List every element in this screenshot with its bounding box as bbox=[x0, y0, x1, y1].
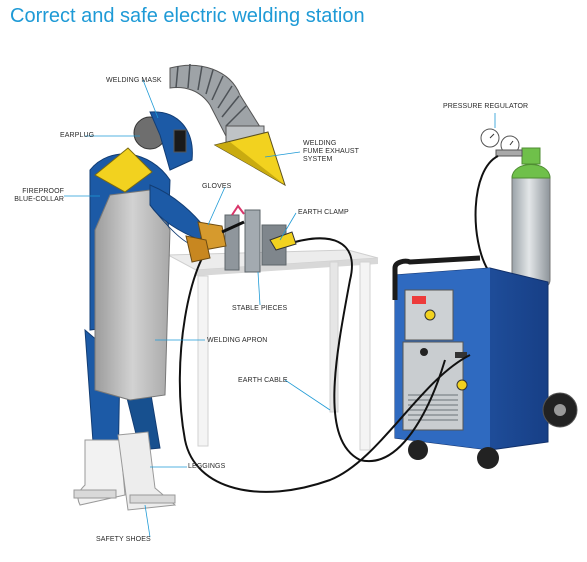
label-fume-exhaust: WELDING FUME EXHAUST SYSTEM bbox=[303, 140, 359, 164]
label-fireproof-line1: FIREPROOF bbox=[22, 188, 64, 195]
label-earplug: EARPLUG bbox=[60, 132, 95, 139]
label-pressure-regulator: PRESSURE REGULATOR bbox=[443, 103, 529, 110]
work-table bbox=[166, 249, 379, 451]
earth-clamp bbox=[269, 231, 297, 251]
label-fireproof-line2: BLUE-COLLAR bbox=[14, 196, 64, 203]
leader-lines bbox=[64, 79, 496, 538]
label-welding-mask: WELDING MASK bbox=[106, 77, 162, 84]
fume-exhaust-system bbox=[169, 63, 286, 187]
stable-pieces bbox=[224, 204, 287, 273]
earth-cable bbox=[178, 237, 471, 493]
label-gloves: GLOVES bbox=[202, 183, 232, 190]
welder-figure bbox=[73, 111, 245, 511]
label-stable-pieces: STABLE PIECES bbox=[232, 305, 288, 312]
label-leggings: LEGGINGS bbox=[188, 463, 226, 470]
welding-machine bbox=[392, 255, 578, 469]
pressure-regulator bbox=[474, 128, 523, 271]
label-earth-cable: EARTH CABLE bbox=[238, 377, 288, 384]
label-safety-shoes: SAFETY SHOES bbox=[96, 536, 151, 543]
page-title: Correct and safe electric welding statio… bbox=[10, 5, 365, 27]
gas-cylinder bbox=[511, 147, 551, 289]
label-earth-clamp: EARTH CLAMP bbox=[298, 209, 349, 216]
label-fume-line3: SYSTEM bbox=[303, 156, 333, 163]
label-welding-apron: WELDING APRON bbox=[207, 337, 268, 344]
label-fireproof-collar: FIREPROOF BLUE-COLLAR bbox=[12, 188, 64, 204]
label-fume-line2: FUME EXHAUST bbox=[303, 148, 360, 155]
label-fume-line1: WELDING bbox=[303, 140, 337, 147]
